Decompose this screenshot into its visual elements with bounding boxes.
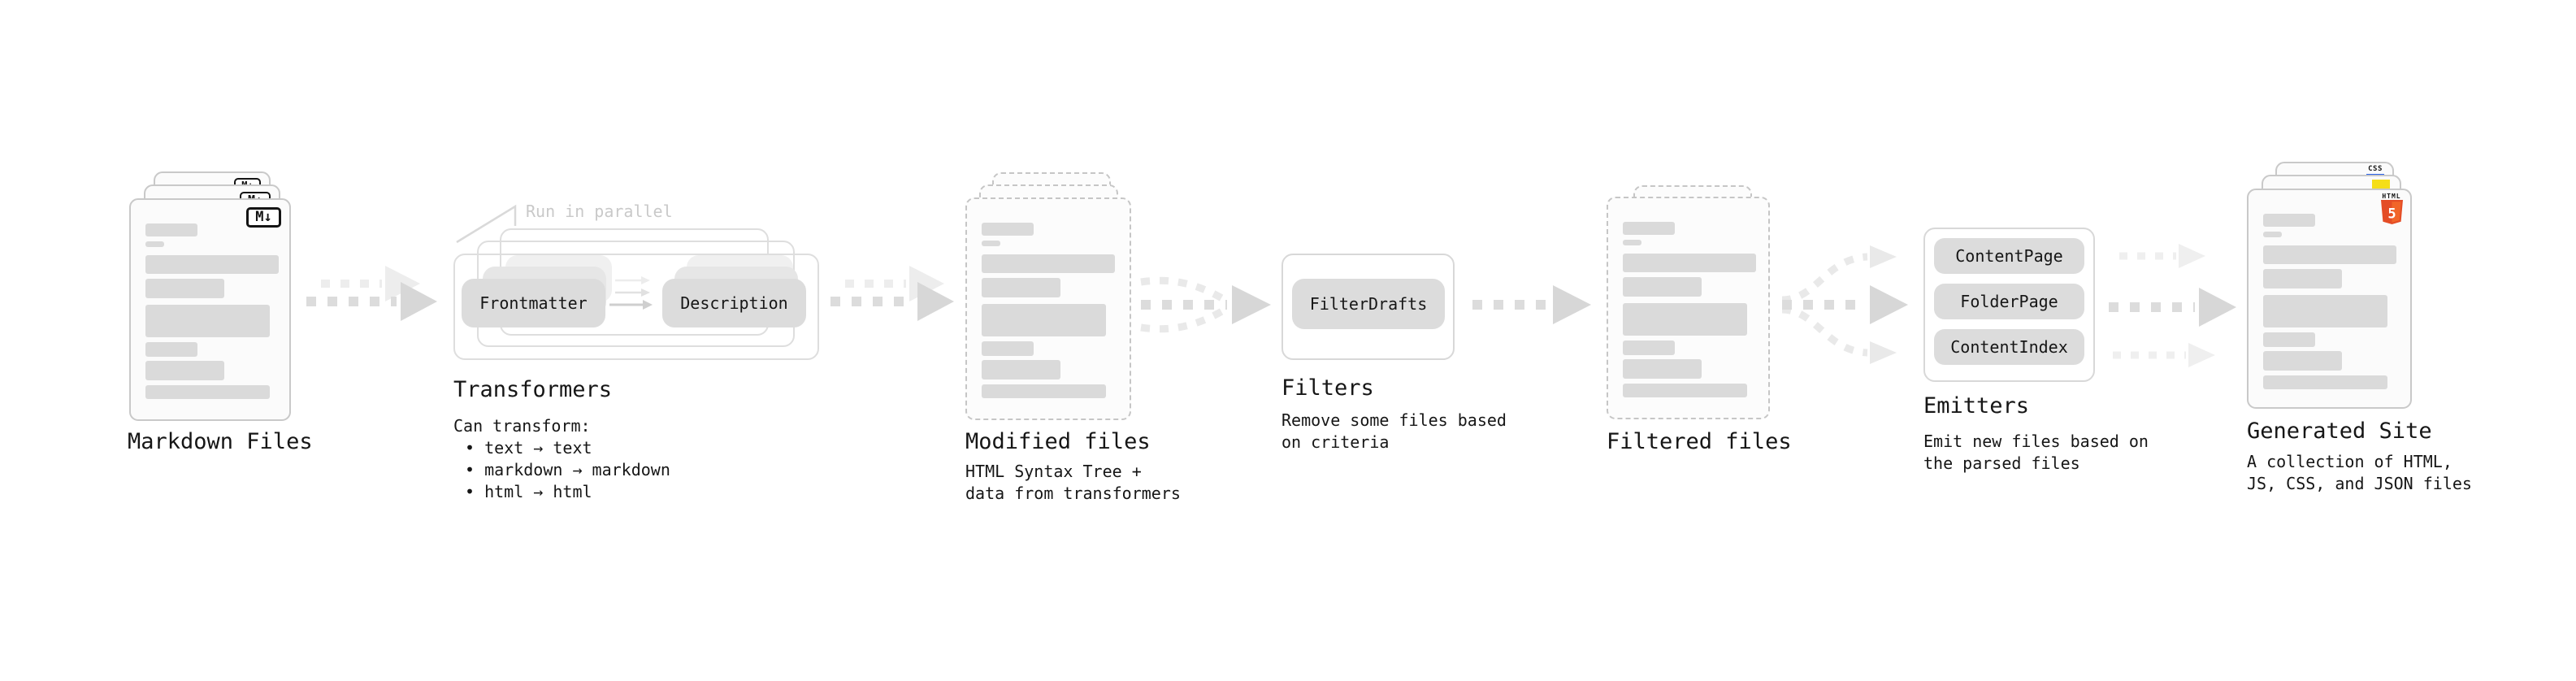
arrow-filtered-to-emitters-fanout xyxy=(1781,245,1908,364)
text-line-bar xyxy=(1623,277,1702,297)
arrow-markdown-to-transformers xyxy=(306,266,437,321)
desc-bullet: • text → text xyxy=(465,438,592,458)
text-line-bar xyxy=(1623,359,1702,379)
text-line-bar xyxy=(1623,384,1747,397)
desc-line: the parsed files xyxy=(1923,453,2080,473)
svg-text:5: 5 xyxy=(2387,206,2396,223)
text-line-bar xyxy=(2263,332,2315,347)
contentpage-pill: ContentPage xyxy=(1934,238,2084,274)
filtered-files-label: Filtered files xyxy=(1607,429,1792,454)
desc-line: Emit new files based on xyxy=(1923,432,2149,451)
desc-line: HTML Syntax Tree + xyxy=(965,462,1142,481)
markdown-files-label: Markdown Files xyxy=(128,429,313,454)
text-line-bar xyxy=(145,279,224,298)
modified-doc-front xyxy=(965,197,1131,420)
text-line-bar xyxy=(1623,240,1641,245)
filterdrafts-pill: FilterDrafts xyxy=(1292,279,1445,329)
html5-logo-icon: HTML 5 xyxy=(2379,193,2404,228)
html5-badge-text: HTML xyxy=(2382,193,2401,200)
run-in-parallel-annotation: Run in parallel xyxy=(526,202,673,221)
arrow-filters-to-filtered xyxy=(1472,285,1591,324)
text-line-bar xyxy=(982,341,1034,356)
text-line-bar xyxy=(145,385,270,399)
text-line-bar xyxy=(2263,214,2315,227)
text-line-bar xyxy=(145,342,197,357)
text-line-bar xyxy=(145,305,270,337)
arrow-emitters-to-generated xyxy=(2109,244,2236,367)
text-line-bar xyxy=(2263,232,2282,237)
text-line-bar xyxy=(982,384,1106,398)
modified-files-description: HTML Syntax Tree + data from transformer… xyxy=(965,461,1181,505)
text-line-bar xyxy=(145,241,164,247)
text-line-bar xyxy=(145,361,224,380)
transformers-label: Transformers xyxy=(453,377,613,402)
arrow-modified-to-filters-merge xyxy=(1140,276,1271,333)
markdown-doc-front: M↓ xyxy=(129,198,291,421)
generated-doc-front: HTML 5 xyxy=(2247,189,2412,409)
transformer-card-front xyxy=(453,254,819,360)
text-line-bar xyxy=(2263,351,2342,371)
text-line-bar xyxy=(982,241,1000,246)
text-line-bar xyxy=(1623,340,1675,355)
text-line-bar xyxy=(2263,295,2387,327)
desc-bullet: • html → html xyxy=(465,482,592,501)
javascript-logo-icon xyxy=(2372,180,2390,190)
transformers-description: Can transform: • text → text • markdown … xyxy=(453,415,670,503)
desc-line: Remove some files based xyxy=(1281,410,1507,430)
generated-site-description: A collection of HTML, JS, CSS, and JSON … xyxy=(2247,451,2472,495)
folderpage-pill: FolderPage xyxy=(1934,284,2084,319)
desc-line: data from transformers xyxy=(965,484,1181,503)
text-line-bar xyxy=(982,304,1106,336)
filters-description: Remove some files based on criteria xyxy=(1281,410,1507,453)
text-line-bar xyxy=(982,223,1034,236)
filters-label: Filters xyxy=(1281,375,1374,401)
description-pill: Description xyxy=(662,279,806,327)
text-line-bar xyxy=(1623,303,1747,336)
text-line-bar xyxy=(1623,222,1675,235)
html5-shield: 5 xyxy=(2380,200,2403,224)
text-line-bar xyxy=(145,255,279,274)
desc-line: Can transform: xyxy=(453,416,591,436)
contentindex-pill: ContentIndex xyxy=(1934,329,2084,365)
text-line-bar xyxy=(1623,254,1756,272)
emitters-label: Emitters xyxy=(1923,393,2030,419)
frontmatter-pill: Frontmatter xyxy=(462,279,605,327)
css-badge-text: CSS xyxy=(2368,165,2383,173)
text-line-bar xyxy=(2263,245,2396,264)
text-line-bar xyxy=(2263,375,2387,389)
desc-line: JS, CSS, and JSON files xyxy=(2247,474,2472,493)
text-line-bar xyxy=(982,278,1060,297)
desc-line: A collection of HTML, xyxy=(2247,452,2452,471)
text-line-bar xyxy=(2263,269,2342,288)
emitters-description: Emit new files based on the parsed files xyxy=(1923,431,2149,475)
arrow-transformers-to-modified xyxy=(830,266,954,321)
markdown-icon: M↓ xyxy=(246,207,281,228)
text-line-bar xyxy=(145,223,197,236)
text-line-bar xyxy=(982,254,1115,273)
filtered-doc-front xyxy=(1607,197,1770,419)
desc-line: on criteria xyxy=(1281,432,1390,452)
modified-files-label: Modified files xyxy=(965,429,1151,454)
desc-bullet: • markdown → markdown xyxy=(465,460,670,479)
generated-site-label: Generated Site xyxy=(2247,419,2432,444)
text-line-bar xyxy=(982,360,1060,380)
